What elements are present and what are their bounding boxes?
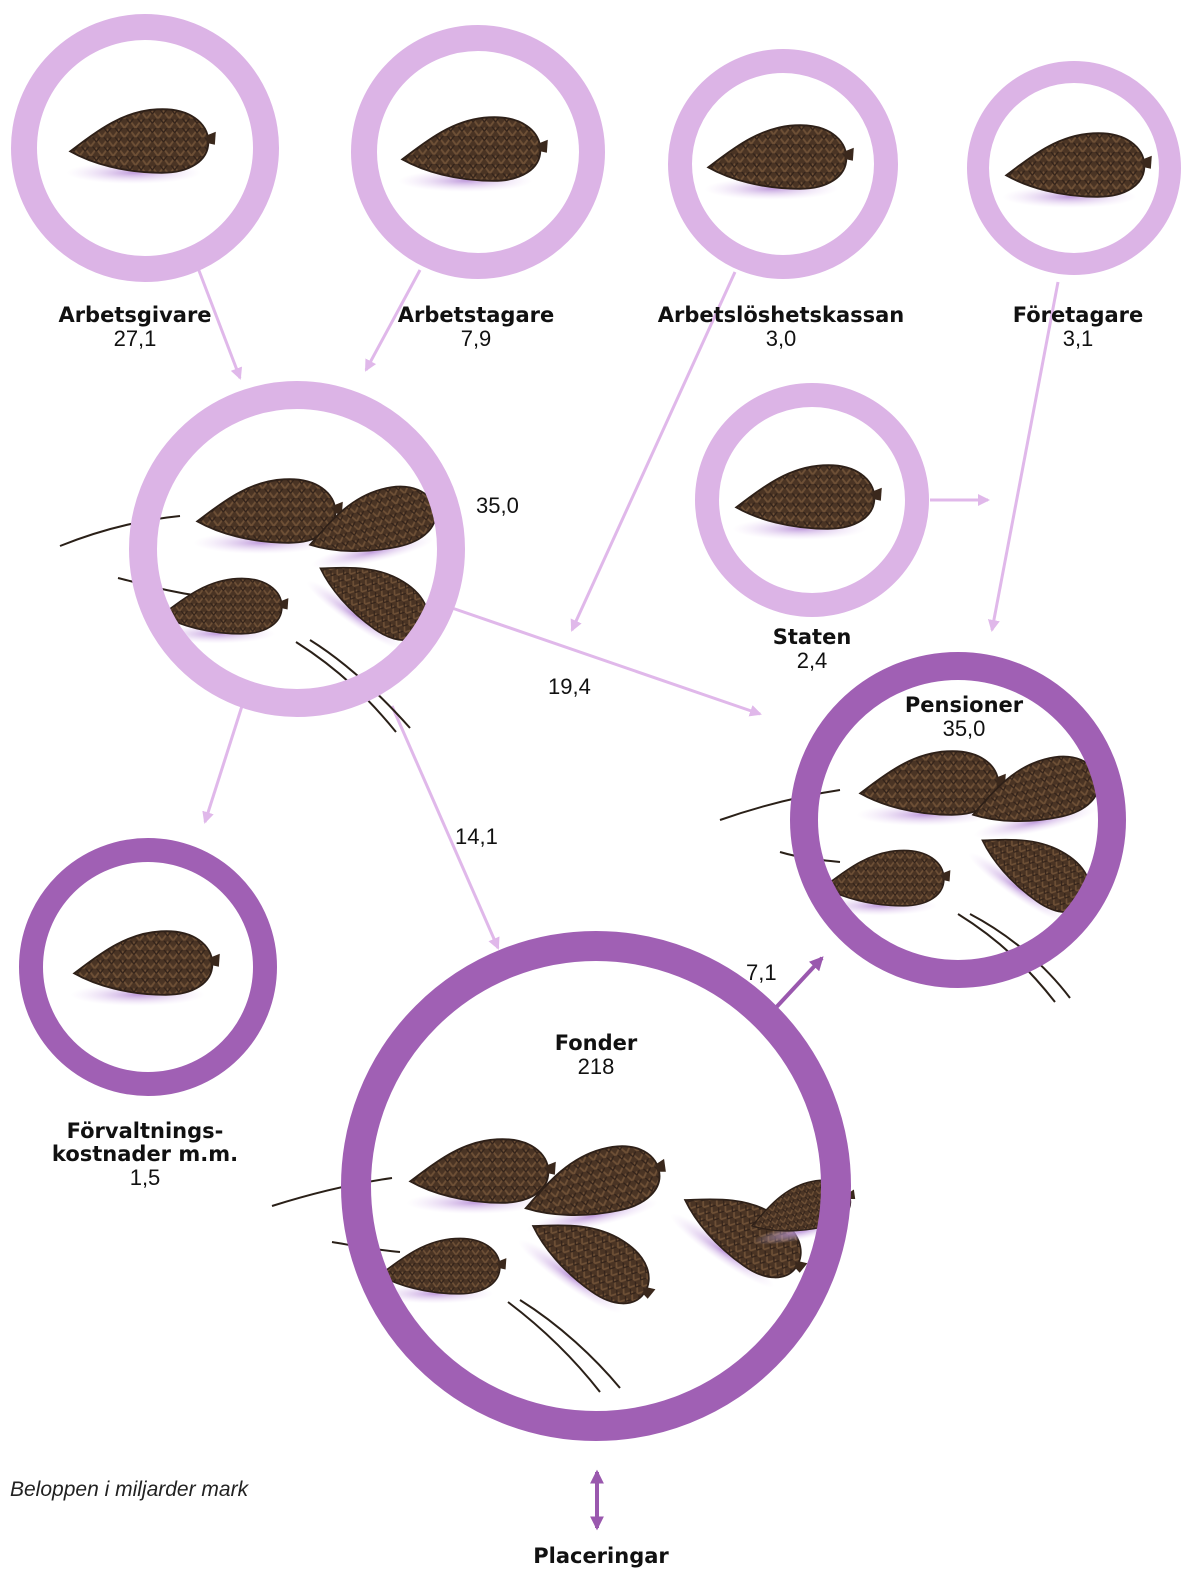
- value-arbetstagare: 7,9: [461, 326, 492, 351]
- label-arbetsgivare: Arbetsgivare: [58, 303, 211, 327]
- cone-staten: [732, 465, 881, 540]
- arrow-foretagare-to-pensioner: [992, 282, 1058, 630]
- cone-arbetstagare: [398, 117, 547, 192]
- flow-to-pensioner: 19,4: [548, 674, 591, 699]
- arrow-fonder-to-pensioner: [770, 958, 822, 1014]
- label-forvaltning-line1: Förvaltnings-: [67, 1119, 224, 1143]
- cone-arbetsgivare: [66, 109, 215, 184]
- flow-fonder-to-pensioner: 7,1: [746, 960, 777, 985]
- cone-forvaltning: [70, 931, 219, 1006]
- arrow-collected-to-pensioner: [452, 608, 760, 714]
- label-arbetstagare: Arbetstagare: [398, 303, 554, 327]
- value-staten: 2,4: [797, 648, 828, 673]
- label-staten: Staten: [773, 625, 852, 649]
- arrow-collected-to-forvaltning: [205, 706, 242, 822]
- label-foretagare: Företagare: [1013, 303, 1144, 327]
- label-placeringar: Placeringar: [533, 1544, 669, 1568]
- flow-to-fonder: 14,1: [455, 824, 498, 849]
- flow-collected-total: 35,0: [476, 493, 519, 518]
- label-forvaltning-line2: kostnader m.m.: [52, 1142, 238, 1166]
- value-forvaltning: 1,5: [130, 1165, 161, 1190]
- value-arbetsloshetskassan: 3,0: [766, 326, 797, 351]
- label-arbetsloshetskassan: Arbetslöshetskassan: [658, 303, 905, 327]
- cone-foretagare: [1002, 133, 1151, 208]
- value-fonder: 218: [578, 1054, 615, 1079]
- value-arbetsgivare: 27,1: [114, 326, 157, 351]
- value-pensioner: 35,0: [943, 716, 986, 741]
- cone-arbetsloshetskassan: [704, 125, 853, 200]
- units-note: Beloppen i miljarder mark: [10, 1478, 248, 1502]
- label-fonder: Fonder: [555, 1031, 638, 1055]
- value-foretagare: 3,1: [1063, 326, 1094, 351]
- label-pensioner: Pensioner: [905, 693, 1024, 717]
